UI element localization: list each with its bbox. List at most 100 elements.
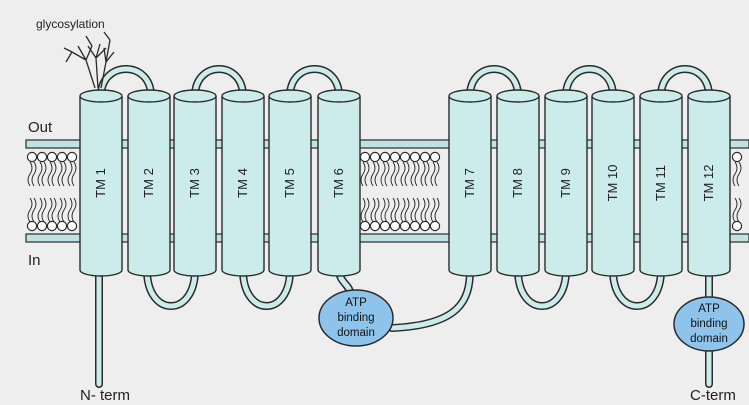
helix-cap [545,90,587,102]
lipid-head [360,152,369,161]
helix-3: TM 3 [174,90,216,276]
helix-label: TM 2 [141,168,156,198]
helix-label: TM 12 [701,165,716,202]
lipid-head [67,152,76,161]
lipid-head [57,221,66,230]
glycosylation-label: glycosylation [36,17,105,31]
lipid-tail [431,162,439,186]
helix-cap [128,90,170,102]
lipid-tail [58,198,66,222]
lipid-head [390,152,399,161]
n-terminus-label: N- term [80,387,130,404]
lipid-tail [421,198,429,222]
lipid-tail [361,198,369,222]
lipid-head [390,221,399,230]
atp-binding-domain-1: ATP binding domain [319,290,393,346]
lipid-head [47,152,56,161]
lipid-head [420,221,429,230]
lipid-tail [58,162,66,186]
lipid-head [27,221,36,230]
helix-6: TM 6 [318,90,360,276]
inside-label: In [28,252,41,269]
lipid-head [410,152,419,161]
lipid-tail [421,162,429,186]
lipid-tail [733,198,741,222]
lipid-tail [401,162,409,186]
lipid-tail [391,162,399,186]
helix-5: TM 5 [269,90,311,276]
lipid-tail [38,162,46,186]
lipid-tail [38,198,46,222]
lipid-head [430,221,439,230]
helix-cap [688,90,730,102]
lipid-head [37,152,46,161]
transmembrane-helices: TM 1 TM 2 TM 3 TM 4 TM 5 TM 6 TM 7 TM 8 TM 9 TM 1… [80,90,730,276]
helix-11: TM 11 [640,90,682,276]
helix-label: TM 7 [462,168,477,198]
atp-binding-domain-2: ATP binding domain [674,297,744,351]
helix-cap [222,90,264,102]
helix-label: TM 9 [558,168,573,198]
helix-label: TM 8 [510,168,525,198]
helix-10: TM 10 [592,90,634,276]
lipid-head [37,221,46,230]
atp-domain-1-line2: binding [337,312,374,324]
helix-cap [449,90,491,102]
helix-cap [640,90,682,102]
helix-cap [592,90,634,102]
lipid-tail [371,198,379,222]
lipid-tail [401,198,409,222]
helix-cap [269,90,311,102]
lipid-head [27,152,36,161]
lipid-head [410,221,419,230]
helix-label: TM 5 [282,168,297,198]
helix-4: TM 4 [222,90,264,276]
lipid-head [380,221,389,230]
helix-label: TM 1 [93,168,108,198]
linker-domain-to-tm7 [392,270,470,328]
helix-12: TM 12 [688,90,730,276]
lipid-tail [381,198,389,222]
atp-domain-1-line1: ATP [345,297,367,309]
lipid-head [370,221,379,230]
lipid-head [47,221,56,230]
lipid-head [430,152,439,161]
helix-9: TM 9 [545,90,587,276]
lipid-tail [28,162,36,186]
lipid-head [732,221,741,230]
lipid-head [420,152,429,161]
lipid-tail [411,162,419,186]
lipid-tail [381,162,389,186]
c-terminus-label: C-term [690,387,736,404]
helix-label: TM 3 [187,168,202,198]
lipid-head [380,152,389,161]
helix-1: TM 1 [80,90,122,276]
lipid-tail [371,162,379,186]
lipid-tail [391,198,399,222]
lipid-head [360,221,369,230]
lipid-head [400,221,409,230]
lipid-head [57,152,66,161]
lipid-tail [68,162,76,186]
lipid-tail [361,162,369,186]
lipid-tail [28,198,36,222]
lipid-tail [431,198,439,222]
atp-domain-2-line1: ATP [698,303,720,315]
lipid-tail [411,198,419,222]
helix-cap [318,90,360,102]
lipid-tail [68,198,76,222]
lipid-tail [48,162,56,186]
lipid-head [370,152,379,161]
helix-label: TM 10 [605,165,620,202]
helix-label: TM 11 [653,165,668,201]
helix-label: TM 6 [331,168,346,198]
lipid-tail [48,198,56,222]
atp-domain-1-line3: domain [337,327,375,339]
helix-cap [174,90,216,102]
atp-domain-2-line2: binding [690,318,727,330]
atp-domain-2-line3: domain [690,333,728,345]
helix-label: TM 4 [235,168,250,198]
helix-8: TM 8 [497,90,539,276]
helix-cap [497,90,539,102]
